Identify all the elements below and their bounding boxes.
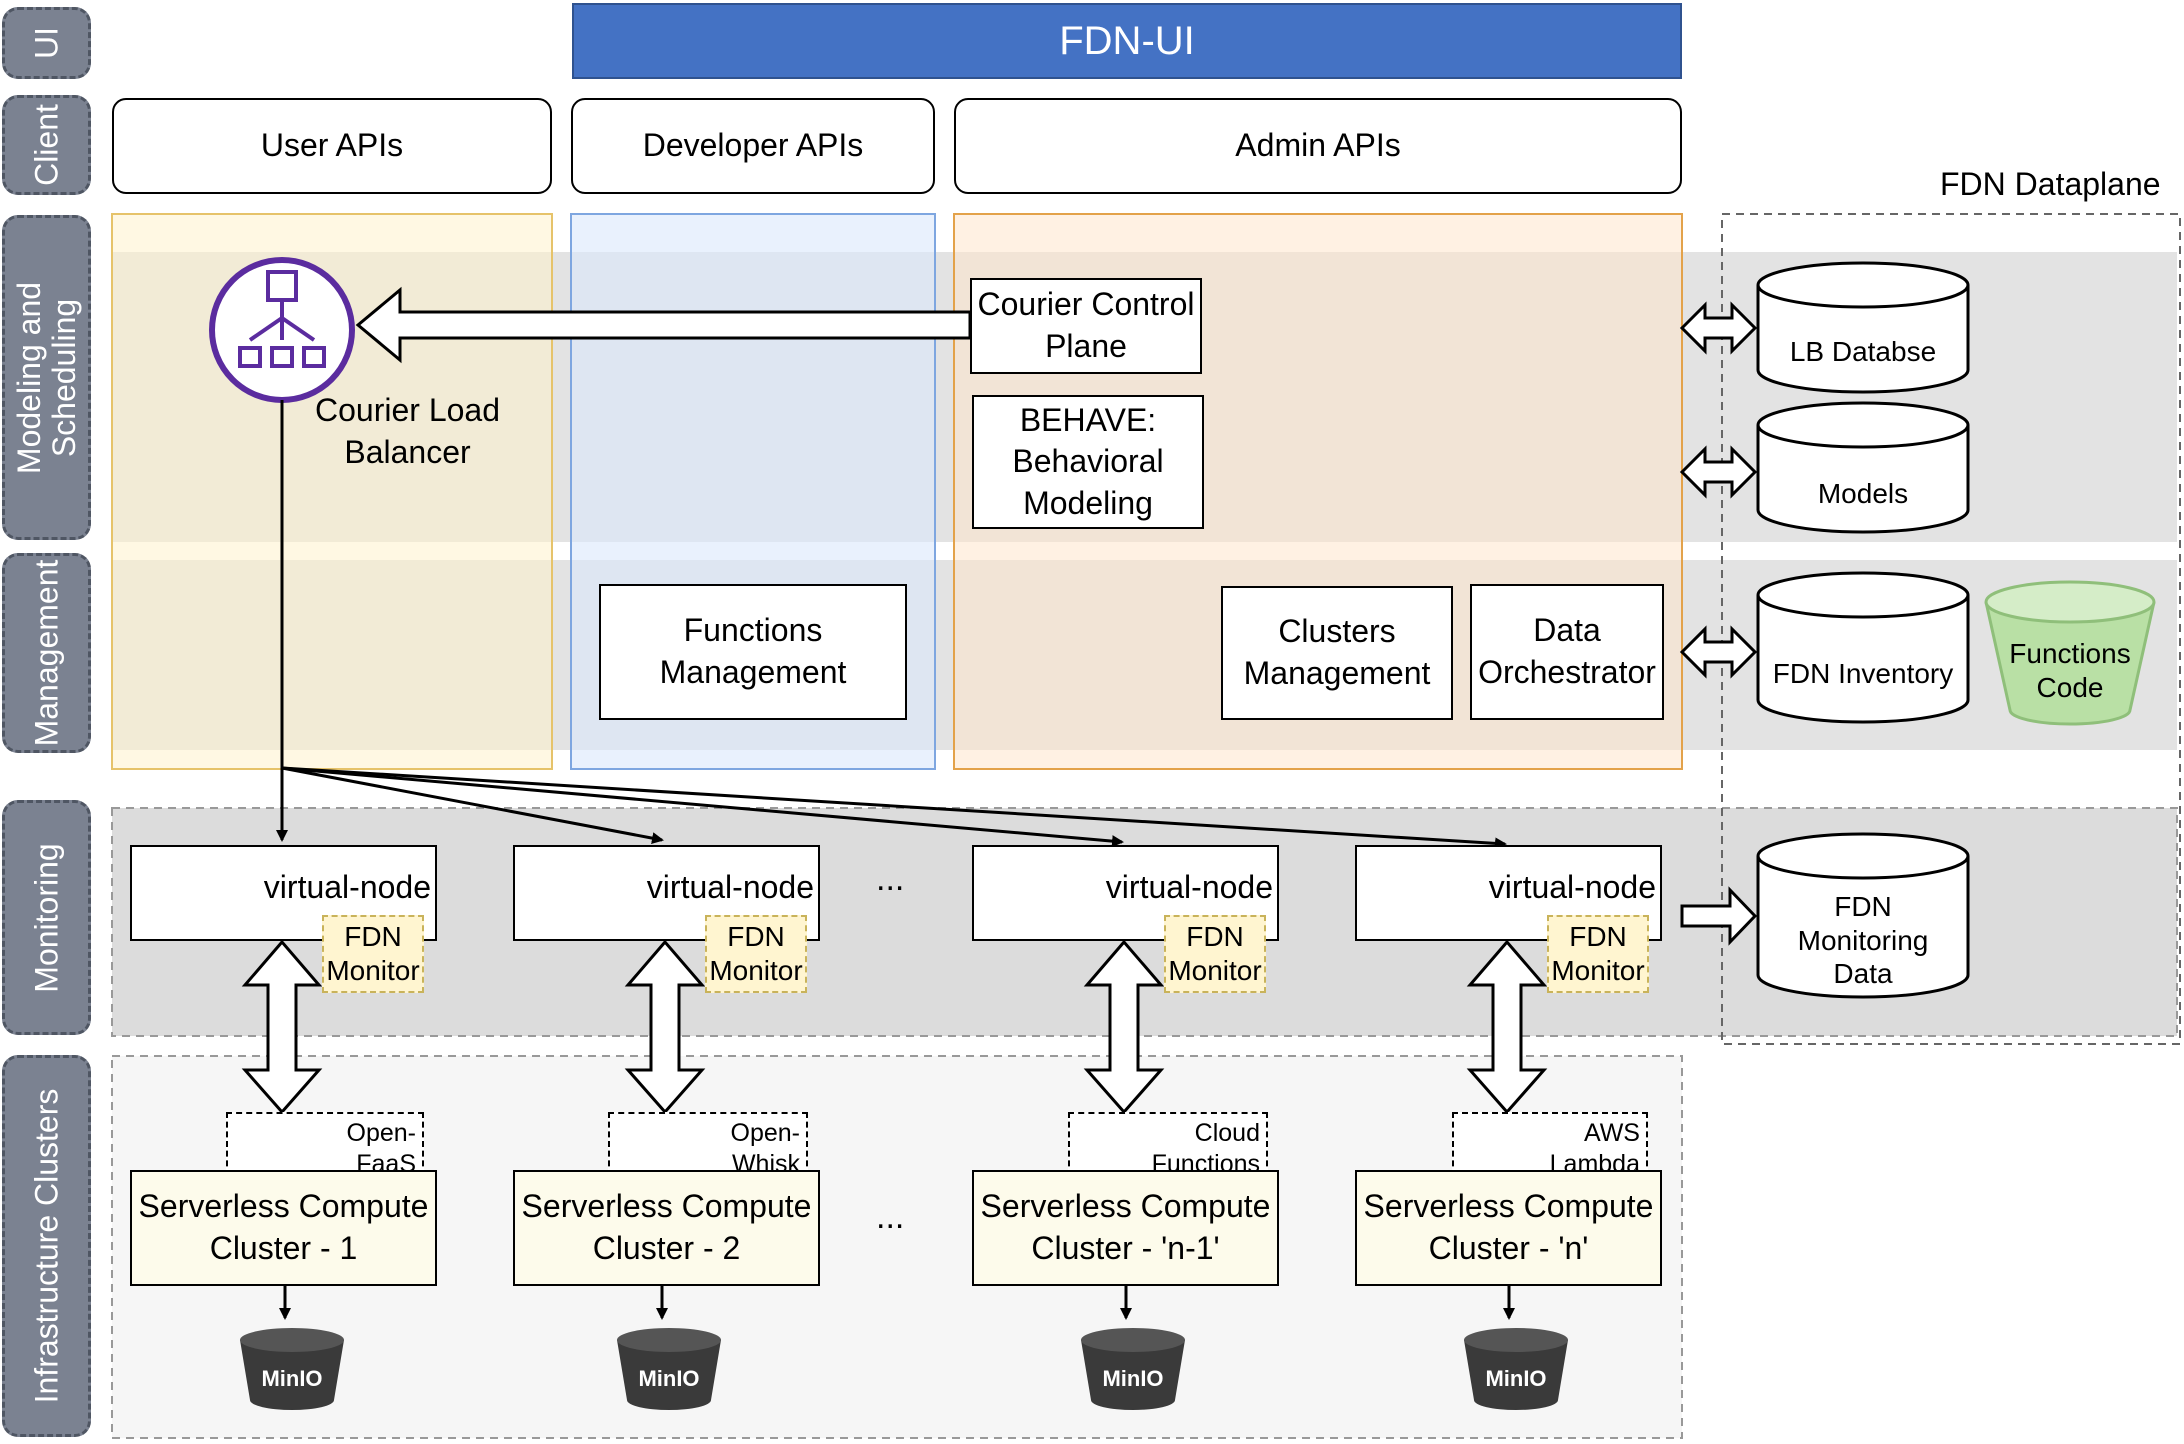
fdn-monitor-1: FDN Monitor [322,915,424,993]
bidirectional-arrow-lb-db [1679,301,1758,355]
virtual-node-4[interactable]: virtual-node [1355,845,1662,941]
inventory-cylinder [1756,571,1970,724]
fdn-ui-bar[interactable]: FDN-UI [572,3,1682,79]
functions-code-bucket [1984,580,2156,726]
behave-modeling-box[interactable]: BEHAVE: Behavioral Modeling [972,395,1204,529]
provider-badge-1: Open-FaaS [226,1112,424,1178]
layer-label-management: Management [27,559,64,747]
virtual-node-label: virtual-node [1105,869,1273,905]
admin-apis-box[interactable]: Admin APIs [954,98,1682,194]
minio-bucket-3 [1081,1328,1185,1410]
models-cylinder [1756,401,1970,534]
dispatch-arrow-3 [281,766,1124,848]
arrow-to-monitoring-data [1680,886,1758,946]
minio-label-3: MinIO [1102,1366,1164,1391]
data-orchestrator-box[interactable]: Data Orchestrator [1470,584,1664,720]
control-to-lb-arrow [355,286,972,364]
minio-bucket-2 [617,1328,721,1410]
virtual-node-3[interactable]: virtual-node [972,845,1279,941]
dataplane-container [1721,213,2181,1045]
virtual-node-label: virtual-node [1488,869,1656,905]
monitoring-data-label: FDN Monitoring Data [1797,891,1929,990]
minio-label-1: MinIO [261,1366,323,1391]
layer-label-modeling: Modeling and Scheduling [10,281,82,474]
cluster-ellipsis: ... [876,1198,905,1236]
virtual-node-label: virtual-node [646,869,814,905]
layer-tab-modeling: Modeling and Scheduling [2,215,91,540]
fdn-monitor-3: FDN Monitor [1164,915,1266,993]
user-apis-box[interactable]: User APIs [112,98,552,194]
dispatch-arrow-2 [281,766,664,845]
inventory-label: FDN Inventory [1772,658,1954,689]
serverless-cluster-4[interactable]: Serverless Compute Cluster - 'n' [1355,1170,1662,1286]
load-balancer-label: Courier Load Balancer [315,392,500,470]
bidirectional-arrow-inventory [1679,625,1758,679]
minio-label-2: MinIO [638,1366,700,1391]
layer-tab-management: Management [2,553,91,753]
provider-badge-2: Open-Whisk [608,1112,808,1178]
functions-management-box[interactable]: Functions Management [599,584,907,720]
dispatch-arrow-4 [281,766,1507,850]
lb-database-cylinder [1756,261,1970,394]
layer-tab-infrastructure: Infrastructure Clusters [2,1055,91,1437]
layer-label-monitoring: Monitoring [27,842,64,993]
minio-bucket-1 [240,1328,344,1410]
clusters-management-box[interactable]: Clusters Management [1221,586,1453,720]
minio-label-4: MinIO [1485,1366,1547,1391]
load-balancer-icon [209,257,355,403]
provider-badge-4: AWS Lambda [1452,1112,1648,1178]
monitoring-data-cylinder [1756,832,1970,999]
layer-tab-monitoring: Monitoring [2,800,91,1035]
serverless-cluster-1[interactable]: Serverless Compute Cluster - 1 [130,1170,437,1286]
virtual-node-1[interactable]: virtual-node [130,845,437,941]
layer-tab-client: Client [2,95,91,195]
layer-label-client: Client [27,104,64,186]
provider-badge-3: Cloud Functions [1068,1112,1268,1178]
lb-database-label: LB Databse [1789,336,1937,367]
virtual-node-label: virtual-node [263,869,431,905]
layer-tab-ui: UI [2,7,91,79]
serverless-cluster-3[interactable]: Serverless Compute Cluster - 'n-1' [972,1170,1279,1286]
virtual-node-ellipsis: ... [876,860,905,898]
serverless-cluster-2[interactable]: Serverless Compute Cluster - 2 [513,1170,820,1286]
fdn-monitor-4: FDN Monitor [1547,915,1649,993]
dataplane-title: FDN Dataplane [1940,166,2161,202]
layer-label-ui: UI [27,27,64,59]
courier-control-plane-box[interactable]: Courier Control Plane [970,278,1202,374]
minio-bucket-4 [1464,1328,1568,1410]
functions-code-label: Functions Code [2009,638,2131,703]
developer-apis-box[interactable]: Developer APIs [571,98,935,194]
models-label: Models [1817,478,1909,509]
fdn-monitor-2: FDN Monitor [705,915,807,993]
bidirectional-arrow-models [1679,445,1758,499]
layer-label-infrastructure: Infrastructure Clusters [27,1088,64,1404]
